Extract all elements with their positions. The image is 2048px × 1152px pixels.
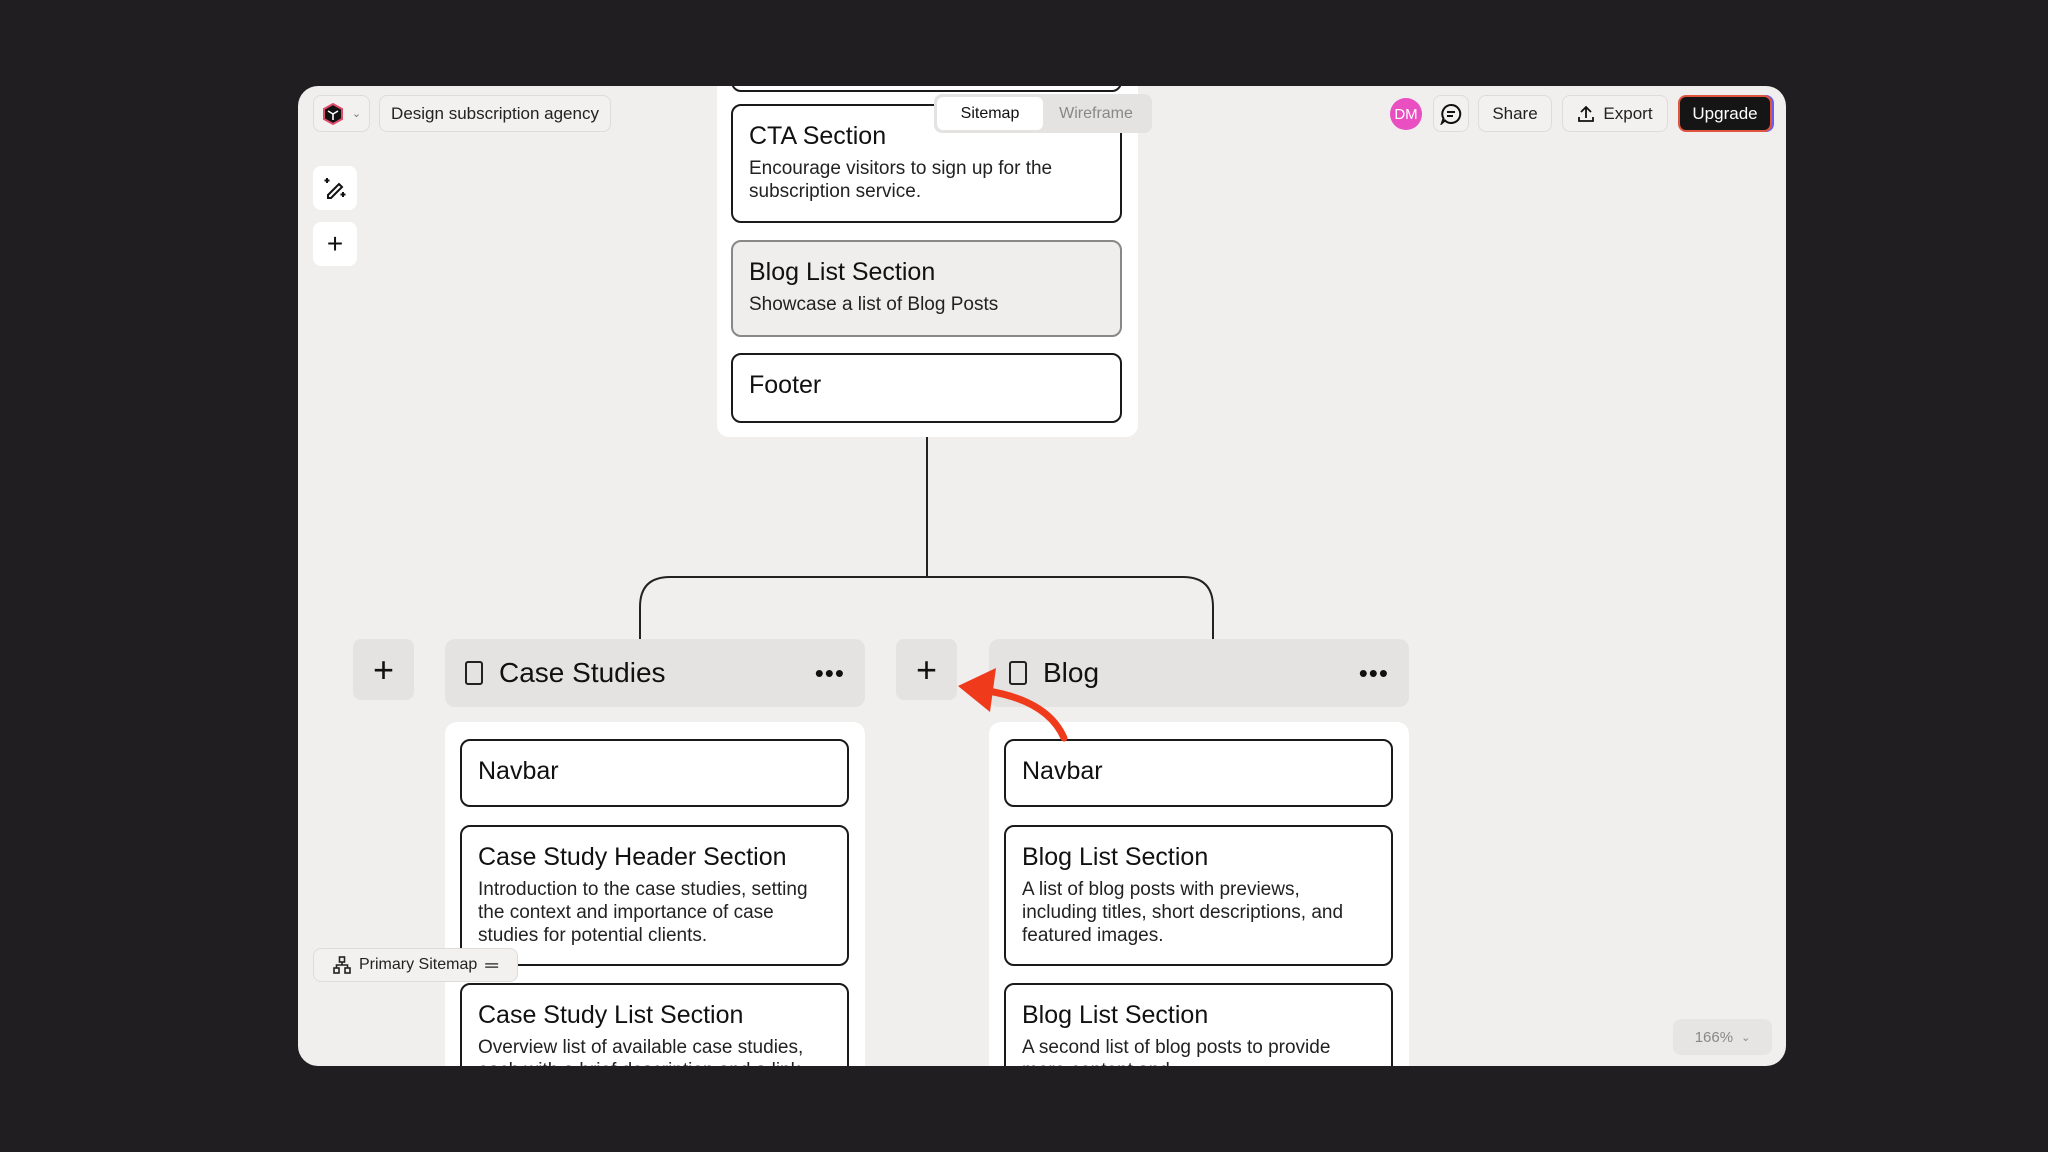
section-card[interactable]: Case Study Header Section Introduction t… bbox=[460, 825, 849, 966]
section-title: Footer bbox=[749, 371, 822, 399]
section-card[interactable]: Navbar bbox=[1004, 739, 1393, 807]
plus-icon: + bbox=[372, 648, 395, 690]
sitemap-label: Primary Sitemap bbox=[358, 956, 478, 973]
logo-icon bbox=[322, 102, 343, 125]
sitemap-icon bbox=[333, 956, 351, 974]
add-page-button[interactable]: + bbox=[896, 639, 957, 700]
section-title: Blog List Section bbox=[1022, 843, 1209, 871]
section-card-footer[interactable]: Footer bbox=[731, 353, 1122, 423]
upgrade-button[interactable]: Upgrade bbox=[1678, 95, 1772, 132]
section-card[interactable]: Navbar bbox=[460, 739, 849, 807]
add-tool[interactable]: + bbox=[313, 222, 357, 266]
section-title: Navbar bbox=[478, 757, 559, 785]
section-description: Encourage visitors to sign up for the su… bbox=[749, 158, 1053, 202]
ai-edit-tool[interactable] bbox=[313, 166, 357, 210]
comments-button[interactable] bbox=[1433, 95, 1469, 132]
chevron-down-icon: ⌄ bbox=[351, 108, 362, 120]
export-label: Export bbox=[1603, 103, 1653, 123]
section-title: Blog List Section bbox=[1022, 1001, 1209, 1029]
view-toggle: Sitemap Wireframe bbox=[934, 94, 1152, 133]
tab-wireframe[interactable]: Wireframe bbox=[1059, 104, 1133, 122]
comment-icon bbox=[1440, 103, 1462, 125]
page-header-blog[interactable]: Blog ••• bbox=[989, 639, 1409, 707]
section-card-blog-list[interactable]: Blog List Section Showcase a list of Blo… bbox=[731, 240, 1122, 337]
section-description: Introduction to the case studies, settin… bbox=[478, 879, 808, 946]
chevron-down-icon: ⌄ bbox=[1741, 1031, 1751, 1044]
section-title: Navbar bbox=[1022, 757, 1103, 785]
sitemap-connectors bbox=[639, 437, 1214, 639]
section-card-partial[interactable] bbox=[731, 86, 1122, 92]
upload-icon bbox=[1578, 105, 1595, 122]
zoom-level: 166% bbox=[1694, 1028, 1734, 1046]
app-window: CTA Section Encourage visitors to sign u… bbox=[298, 86, 1786, 1066]
add-page-button[interactable]: + bbox=[353, 639, 414, 700]
section-title: CTA Section bbox=[749, 122, 887, 150]
share-button[interactable]: Share bbox=[1478, 95, 1552, 132]
page-icon bbox=[1009, 661, 1027, 685]
page-header-case-studies[interactable]: Case Studies ••• bbox=[445, 639, 865, 707]
zoom-selector[interactable]: 166% ⌄ bbox=[1673, 1019, 1772, 1055]
sitemap-selector[interactable]: Primary Sitemap ═ bbox=[313, 948, 518, 982]
section-card-cta[interactable]: CTA Section Encourage visitors to sign u… bbox=[731, 104, 1122, 223]
page-icon bbox=[465, 661, 483, 685]
export-button[interactable]: Export bbox=[1562, 95, 1668, 132]
section-card[interactable]: Blog List Section A second list of blog … bbox=[1004, 983, 1393, 1066]
avatar[interactable]: DM bbox=[1390, 98, 1422, 130]
plus-icon: + bbox=[915, 648, 938, 690]
plus-icon: + bbox=[326, 228, 344, 259]
section-card[interactable]: Case Study List Section Overview list of… bbox=[460, 983, 849, 1066]
tab-sitemap[interactable]: Sitemap bbox=[937, 97, 1043, 130]
project-name-button[interactable]: Design subscription agency bbox=[379, 95, 611, 132]
section-description: Showcase a list of Blog Posts bbox=[749, 294, 999, 315]
section-description: A second list of blog posts to provide m… bbox=[1022, 1037, 1331, 1066]
more-options-icon[interactable]: ••• bbox=[1358, 657, 1389, 688]
logo-menu-button[interactable]: ⌄ bbox=[313, 95, 370, 132]
page-title: Case Studies bbox=[499, 657, 666, 688]
menu-icon: ═ bbox=[485, 954, 498, 975]
section-title: Blog List Section bbox=[749, 258, 936, 286]
section-description: Overview list of available case studies,… bbox=[478, 1037, 804, 1066]
magic-pencil-icon bbox=[324, 178, 346, 199]
section-description: A list of blog posts with previews, incl… bbox=[1022, 879, 1344, 946]
annotation-arrow-icon bbox=[958, 668, 1068, 742]
more-options-icon[interactable]: ••• bbox=[814, 657, 845, 688]
section-title: Case Study List Section bbox=[478, 1001, 744, 1029]
section-title: Case Study Header Section bbox=[478, 843, 787, 871]
page-title: Blog bbox=[1043, 657, 1100, 688]
section-card[interactable]: Blog List Section A list of blog posts w… bbox=[1004, 825, 1393, 966]
